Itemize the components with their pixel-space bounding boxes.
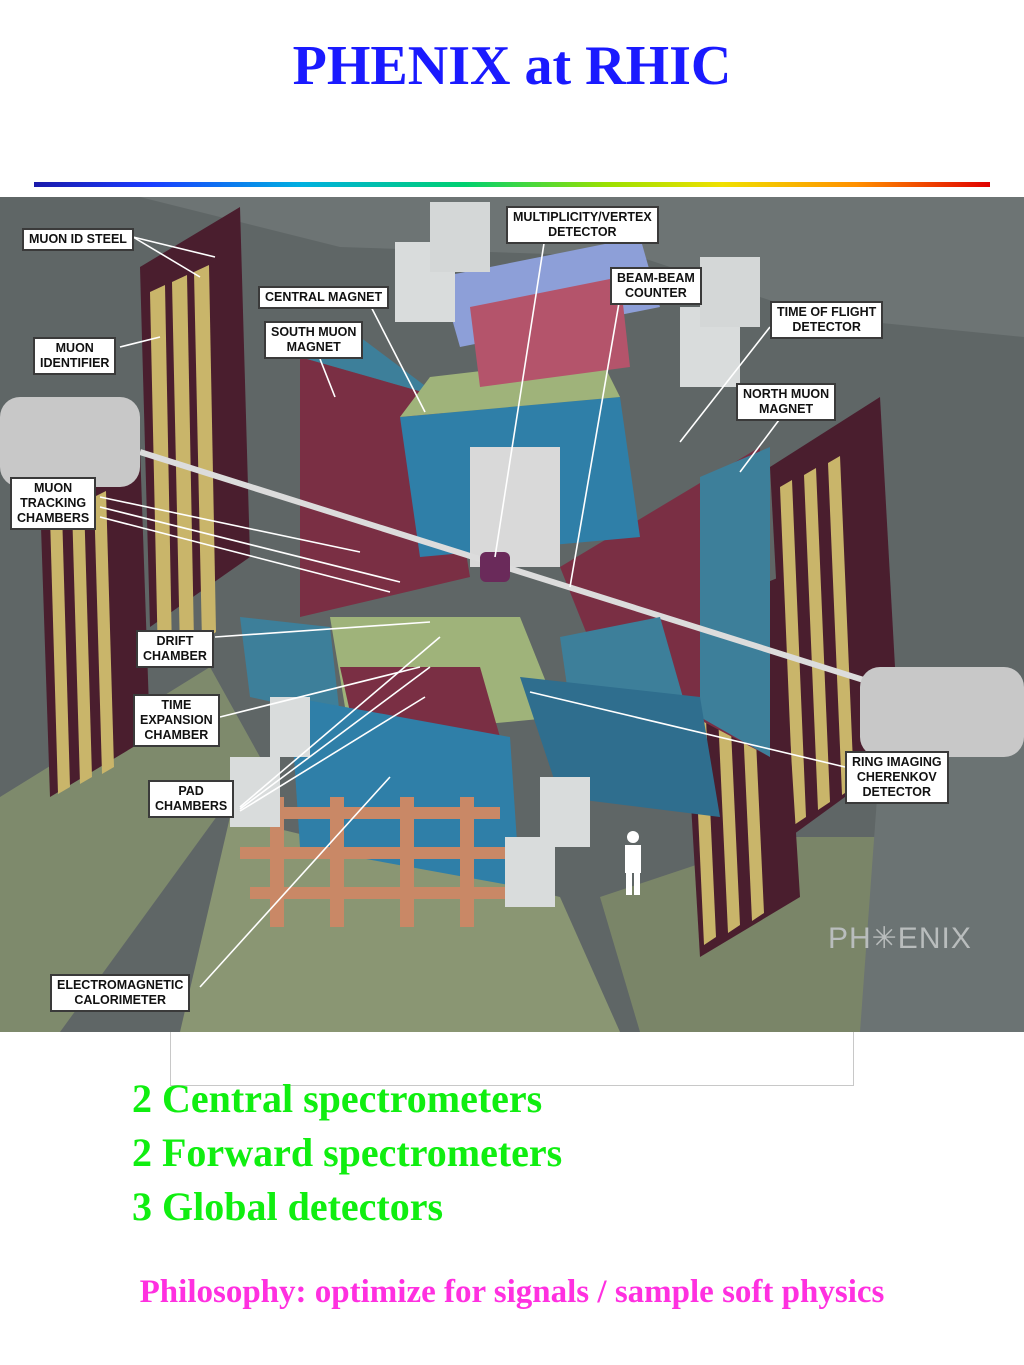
spectrometer-list: 2 Central spectrometers 2 Forward spectr… bbox=[132, 1072, 562, 1234]
label-em-calorimeter: ELECTROMAGNETIC CALORIMETER bbox=[50, 974, 191, 1012]
label-beam-beam-counter: BEAM-BEAM COUNTER bbox=[610, 267, 702, 305]
leader-lines bbox=[99, 236, 846, 988]
label-time-of-flight: TIME OF FLIGHT DETECTOR bbox=[770, 301, 884, 339]
label-pad-chambers: PAD CHAMBERS bbox=[148, 780, 235, 818]
philosophy-statement: Philosophy: optimize for signals / sampl… bbox=[139, 1274, 885, 1310]
label-south-muon-magnet: SOUTH MUON MAGNET bbox=[264, 321, 364, 359]
person-silhouette bbox=[625, 831, 641, 895]
tof-panels bbox=[395, 202, 760, 387]
em-calorimeter-support bbox=[230, 797, 520, 927]
label-drift-chamber: DRIFT CHAMBER bbox=[136, 630, 214, 668]
label-muon-identifier: MUON IDENTIFIER bbox=[33, 337, 117, 375]
figure-frame bbox=[170, 1032, 854, 1086]
label-north-muon-magnet: NORTH MUON MAGNET bbox=[736, 383, 837, 421]
phenix-watermark-logo: PH✳ENIX bbox=[828, 922, 972, 955]
slide-title: PHENIX at RHIC bbox=[292, 35, 732, 97]
label-muon-tracking-chambers: MUON TRACKING CHAMBERS bbox=[10, 477, 97, 530]
list-item: 2 Forward spectrometers bbox=[132, 1130, 563, 1175]
label-central-magnet: CENTRAL MAGNET bbox=[258, 286, 390, 309]
label-time-expansion-chamber: TIME EXPANSION CHAMBER bbox=[133, 694, 220, 747]
label-multiplicity-vertex: MULTIPLICITY/VERTEX DETECTOR bbox=[506, 206, 659, 244]
label-muon-id-steel: MUON ID STEEL bbox=[22, 228, 134, 251]
beam-pipe bbox=[0, 397, 1024, 757]
label-ring-imaging-cherenkov: RING IMAGING CHERENKOV DETECTOR bbox=[845, 751, 949, 804]
rainbow-divider bbox=[34, 182, 990, 187]
list-item: 2 Central spectrometers bbox=[132, 1076, 543, 1121]
calorimeter-blocks bbox=[230, 697, 590, 907]
phenix-detector-figure: MUON ID STEEL CENTRAL MAGNET MULTIPLICIT… bbox=[0, 197, 1024, 1032]
list-item: 3 Global detectors bbox=[132, 1184, 444, 1229]
